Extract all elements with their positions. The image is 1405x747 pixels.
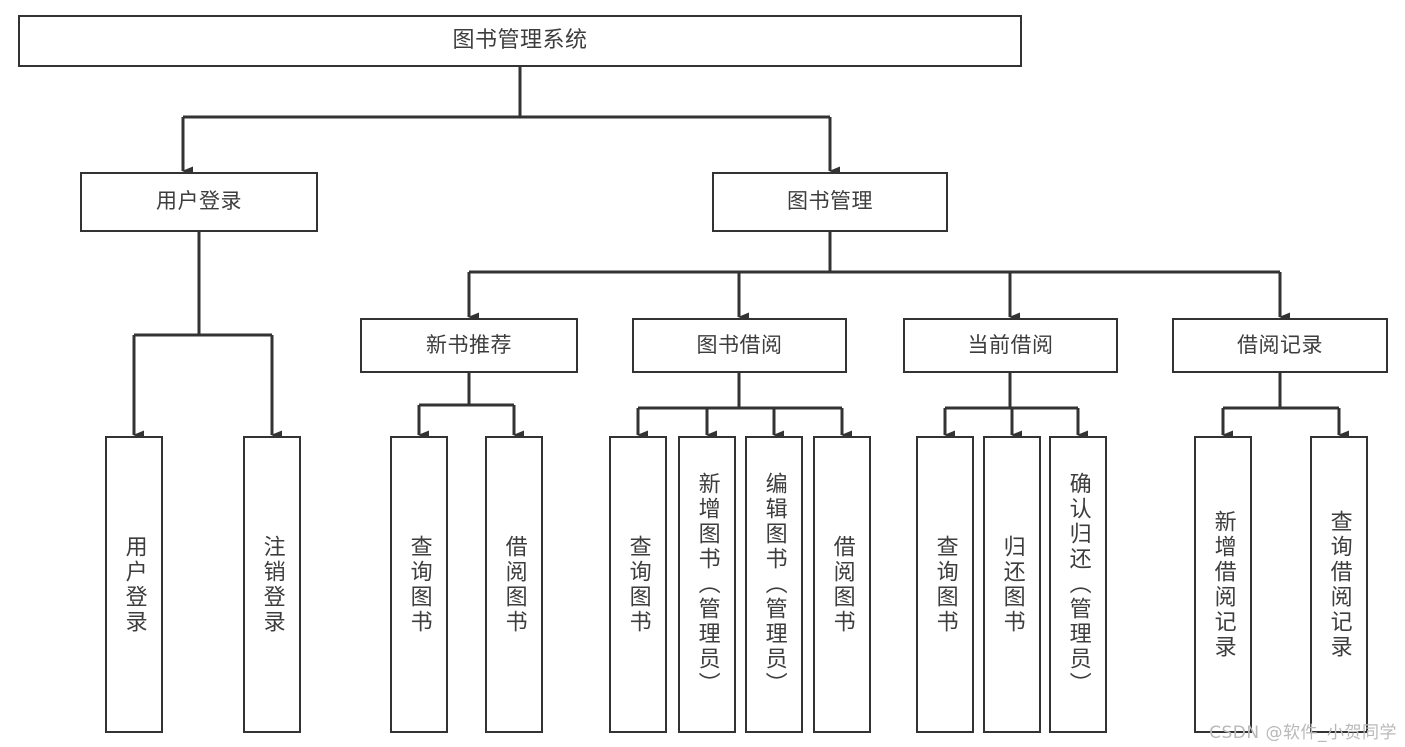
node-leaf-add-book[interactable]: 新增图书（管理员）	[678, 436, 736, 733]
node-label: 编辑图书（管理员）	[761, 472, 787, 697]
node-leaf-logout[interactable]: 注销登录	[243, 436, 301, 733]
node-label: 用户登录	[156, 189, 242, 214]
node-leaf-confirm[interactable]: 确认归还（管理员）	[1049, 436, 1107, 733]
watermark-text: CSDN @软件_小贺同学	[1209, 723, 1397, 743]
node-label: 新增图书（管理员）	[694, 472, 720, 697]
connector-lines	[132, 67, 1349, 440]
node-leaf-edit-book[interactable]: 编辑图书（管理员）	[745, 436, 803, 733]
node-label: 当前借阅	[967, 332, 1054, 357]
node-book-borrow[interactable]: 图书借阅	[632, 318, 847, 373]
node-leaf-user-login[interactable]: 用户登录	[105, 436, 163, 733]
node-label: 查询图书	[625, 534, 651, 635]
node-label: 新书推荐	[426, 332, 512, 357]
node-leaf-borrow-1[interactable]: 借阅图书	[485, 436, 543, 733]
node-leaf-return[interactable]: 归还图书	[983, 436, 1041, 733]
node-root[interactable]: 图书管理系统	[18, 15, 1022, 67]
node-leaf-query-3[interactable]: 查询图书	[916, 436, 974, 733]
node-label: 确认归还（管理员）	[1065, 472, 1091, 697]
node-leaf-query-rec[interactable]: 查询借阅记录	[1310, 436, 1368, 733]
node-leaf-query-1[interactable]: 查询图书	[390, 436, 448, 733]
node-leaf-add-rec[interactable]: 新增借阅记录	[1194, 436, 1252, 733]
node-user-login[interactable]: 用户登录	[80, 172, 318, 232]
node-label: 图书借阅	[696, 332, 783, 357]
node-label: 用户登录	[121, 534, 147, 635]
node-label: 注销登录	[259, 534, 285, 635]
node-leaf-borrow-2[interactable]: 借阅图书	[813, 436, 871, 733]
node-leaf-query-2[interactable]: 查询图书	[609, 436, 667, 733]
node-label: 新增借阅记录	[1210, 509, 1236, 660]
node-new-book-rec[interactable]: 新书推荐	[360, 318, 578, 373]
node-label: 查询借阅记录	[1326, 509, 1352, 660]
node-current-borrow[interactable]: 当前借阅	[903, 318, 1118, 373]
node-label: 借阅图书	[829, 534, 855, 635]
node-label: 图书管理系统	[452, 27, 588, 53]
node-label: 借阅记录	[1237, 332, 1323, 357]
node-borrow-record[interactable]: 借阅记录	[1172, 318, 1388, 373]
node-label: 归还图书	[999, 534, 1025, 635]
node-label: 图书管理	[787, 189, 873, 214]
node-label: 查询图书	[406, 534, 432, 635]
node-label: 借阅图书	[501, 534, 527, 635]
node-label: 查询图书	[932, 534, 958, 635]
node-book-manage[interactable]: 图书管理	[712, 172, 948, 232]
